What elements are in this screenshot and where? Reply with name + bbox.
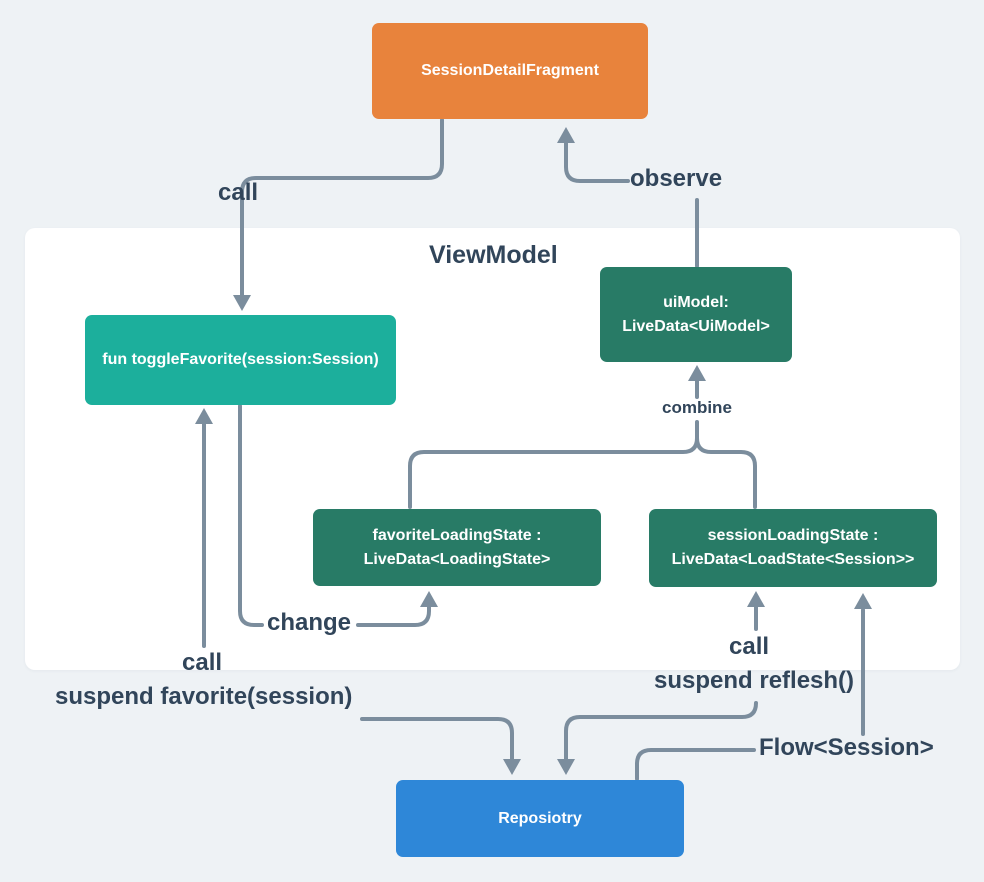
- edge-label-observe: observe: [630, 165, 723, 192]
- node-repository: Reposiotry: [396, 780, 684, 857]
- node-favorite-loading-line2: LiveData<LoadingState>: [363, 550, 551, 568]
- edge-label-suspend-favorite: suspend favorite(session): [55, 683, 353, 710]
- node-repository-label: Reposiotry: [498, 809, 582, 827]
- viewmodel-title: ViewModel: [429, 241, 558, 269]
- node-uimodel-livedata: uiModel: LiveData<UiModel>: [600, 267, 792, 362]
- edge-label-call-bottom-right: call: [729, 633, 770, 660]
- edge-suspend-reflesh: [564, 701, 758, 762]
- node-session-loading-line1: sessionLoadingState :: [707, 527, 879, 544]
- viewmodel-container: [25, 228, 960, 670]
- edge-label-call-top: call: [218, 179, 259, 206]
- edge-flow-from-repository: [635, 748, 756, 781]
- edge-label-change: change: [267, 609, 352, 636]
- node-uimodel-line1: uiModel:: [663, 293, 729, 311]
- arrowhead-into-repository-left: [503, 759, 521, 775]
- node-session-loading-state: sessionLoadingState : LiveData<LoadState…: [649, 509, 937, 587]
- node-session-detail-fragment: SessionDetailFragment: [372, 23, 648, 119]
- arrowhead-into-repository-middle: [557, 759, 575, 775]
- edge-label-combine: combine: [662, 398, 732, 417]
- node-uimodel-line2: LiveData<UiModel>: [622, 317, 770, 335]
- node-toggle-favorite-function: fun toggleFavorite(session:Session): [85, 315, 396, 405]
- node-session-loading-line2: LiveData<LoadState<Session>>: [671, 551, 915, 568]
- node-favorite-loading-line1: favoriteLoadingState :: [372, 526, 542, 544]
- node-toggle-favorite-label: fun toggleFavorite(session:Session): [102, 351, 379, 368]
- node-favorite-loading-state: favoriteLoadingState : LiveData<LoadingS…: [313, 509, 601, 586]
- node-session-detail-fragment-label: SessionDetailFragment: [421, 62, 599, 79]
- edge-label-suspend-reflesh: suspend reflesh(): [654, 667, 855, 694]
- edge-suspend-favorite: [360, 717, 514, 762]
- edge-label-flow-session: Flow<Session>: [759, 734, 934, 761]
- edge-observe-elbow: [564, 140, 630, 183]
- edge-label-call-bottom-left: call: [182, 649, 223, 676]
- arrowhead-into-fragment-bottom: [557, 127, 575, 143]
